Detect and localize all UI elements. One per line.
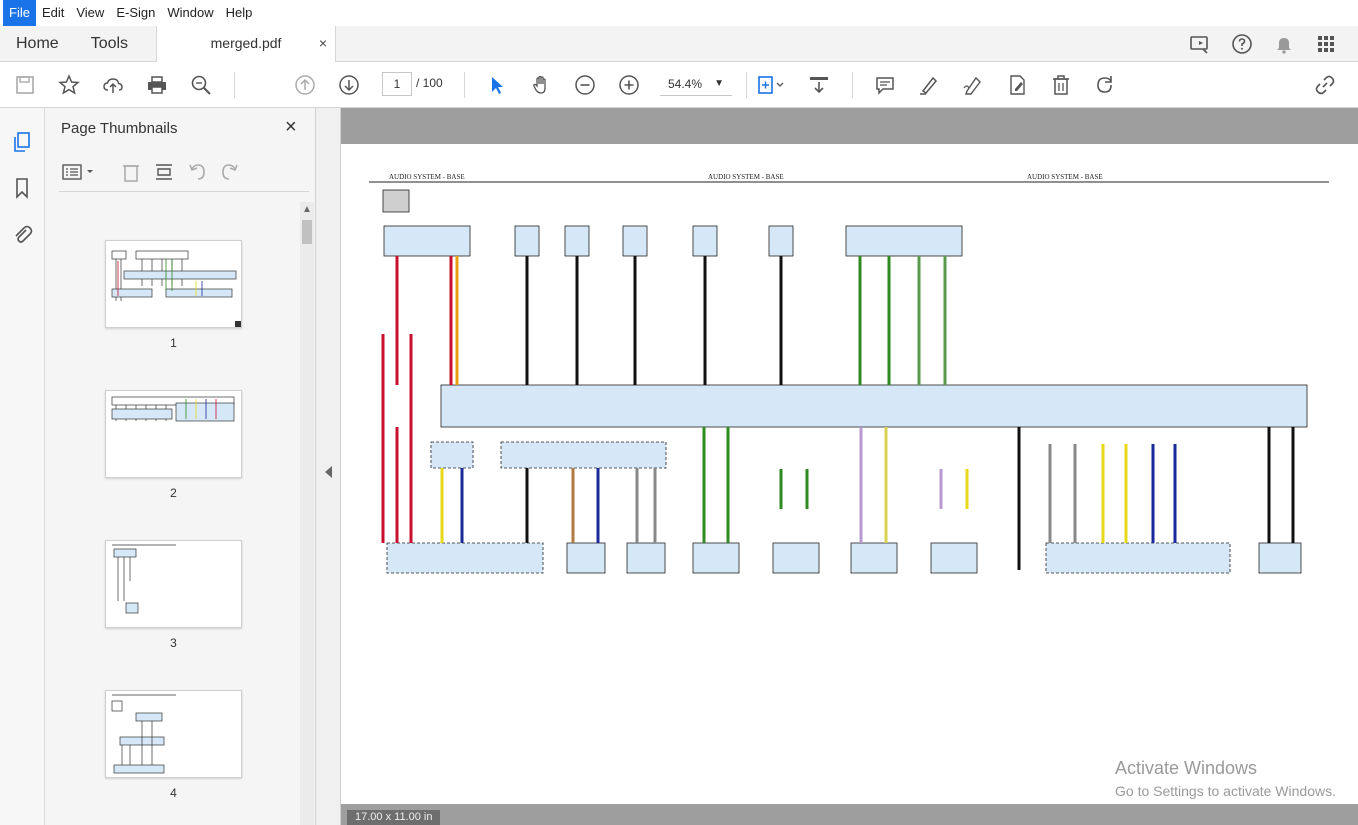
select-cursor-icon[interactable]: [482, 70, 512, 100]
page-size-label: 17.00 x 11.00 in: [347, 810, 441, 825]
menu-bar: File Edit View E-Sign Window Help: [0, 0, 1358, 26]
menu-esign[interactable]: E-Sign: [116, 5, 156, 20]
scroll-up-icon[interactable]: ▲: [302, 204, 312, 215]
menu-view[interactable]: View: [76, 5, 105, 20]
print-icon[interactable]: [142, 70, 172, 100]
share-screen-icon[interactable]: [1186, 30, 1214, 58]
document-view[interactable]: AUDIO SYSTEM - BASE AUDIO SYSTEM - BASE …: [341, 108, 1358, 825]
apps-grid-icon[interactable]: [1312, 30, 1340, 58]
insert-page-icon[interactable]: [150, 158, 178, 186]
zoom-select[interactable]: 54.4% ▼: [660, 72, 732, 96]
share-link-icon[interactable]: [1310, 70, 1340, 100]
delete-page-icon[interactable]: [117, 158, 145, 186]
menu-window[interactable]: Window: [167, 5, 214, 20]
notifications-icon[interactable]: [1270, 30, 1298, 58]
fit-page-icon[interactable]: [750, 70, 790, 100]
zoom-out-icon[interactable]: [570, 70, 600, 100]
page-thumbnail-2[interactable]: [105, 390, 242, 478]
search-zoom-icon[interactable]: [186, 70, 216, 100]
thumbnail-label-1: 1: [170, 336, 177, 350]
tab-close-button[interactable]: ×: [318, 35, 328, 51]
panel-close-button[interactable]: ×: [285, 116, 297, 138]
diagram-header-1: AUDIO SYSTEM - BASE: [389, 173, 465, 181]
panel-title: Page Thumbnails: [61, 120, 178, 137]
page-thumbnails-panel: Page Thumbnails ×: [45, 108, 316, 825]
diagram-header-3: AUDIO SYSTEM - BASE: [1027, 173, 1103, 181]
diagram-header-2: AUDIO SYSTEM - BASE: [708, 173, 784, 181]
page-number-input[interactable]: [382, 72, 412, 96]
delete-icon[interactable]: [1046, 70, 1076, 100]
pdf-page: AUDIO SYSTEM - BASE AUDIO SYSTEM - BASE …: [341, 144, 1358, 804]
thumbnail-label-2: 2: [170, 486, 177, 500]
tab-document-label: merged.pdf: [210, 35, 282, 51]
thumbnail-options-icon[interactable]: [59, 158, 99, 186]
next-page-icon[interactable]: [334, 70, 364, 100]
menu-help[interactable]: Help: [225, 5, 253, 20]
panel-toolbar: [59, 152, 309, 192]
page-thumbnail-1[interactable]: [105, 240, 242, 328]
tab-tools[interactable]: Tools: [90, 35, 129, 52]
edit-document-icon[interactable]: [1002, 70, 1032, 100]
scroll-mode-icon[interactable]: [804, 70, 834, 100]
thumbnail-label-4: 4: [170, 786, 177, 800]
save-icon[interactable]: [10, 70, 40, 100]
thumbnail-label-3: 3: [170, 636, 177, 650]
wiring-diagram: AUDIO SYSTEM - BASE AUDIO SYSTEM - BASE …: [369, 173, 1329, 574]
thumbnail-scrollbar[interactable]: ▲: [300, 202, 314, 825]
zoom-in-icon[interactable]: [614, 70, 644, 100]
attachments-icon[interactable]: [8, 220, 36, 248]
tab-home[interactable]: Home: [16, 35, 59, 52]
main-toolbar: [0, 62, 1358, 108]
zoom-value: 54.4%: [668, 77, 703, 91]
tab-document[interactable]: merged.pdf ×: [156, 26, 337, 62]
page-thumbnail-3[interactable]: [105, 540, 242, 628]
page-thumbnails-icon[interactable]: [8, 128, 36, 156]
page-total: / 100: [416, 76, 443, 90]
upload-cloud-icon[interactable]: [98, 70, 128, 100]
redo-rotate-icon[interactable]: [1090, 70, 1120, 100]
bookmark-star-icon[interactable]: [54, 70, 84, 100]
tab-bar: Home Tools merged.pdf ×: [0, 26, 1358, 62]
activation-watermark-title: Activate Windows: [1115, 758, 1258, 778]
page-gap-bottom: [341, 804, 1358, 825]
toolbar-divider: [852, 72, 853, 98]
toolbar-divider: [746, 72, 747, 98]
page-gap-top: [341, 108, 1358, 144]
previous-page-icon[interactable]: [290, 70, 320, 100]
thumbnail-list: 1 2: [45, 198, 300, 825]
toolbar-divider: [464, 72, 465, 98]
left-icon-rail: [0, 108, 45, 825]
bookmarks-icon[interactable]: [8, 174, 36, 202]
panel-splitter[interactable]: [316, 108, 341, 825]
rotate-left-icon[interactable]: [183, 158, 211, 186]
activation-watermark-subtitle: Go to Settings to activate Windows.: [1115, 783, 1336, 799]
menu-edit[interactable]: Edit: [41, 5, 65, 20]
hand-tool-icon[interactable]: [526, 70, 556, 100]
highlight-pen-icon[interactable]: [914, 70, 944, 100]
tab-bar-actions: [1186, 30, 1340, 58]
help-icon[interactable]: [1228, 30, 1256, 58]
toolbar-divider: [234, 72, 235, 98]
scrollbar-thumb[interactable]: [302, 220, 312, 244]
rotate-right-icon[interactable]: [216, 158, 244, 186]
chevron-down-icon: ▼: [714, 78, 724, 89]
sign-pen-icon[interactable]: [958, 70, 988, 100]
menu-file[interactable]: File: [3, 0, 36, 26]
comment-icon[interactable]: [870, 70, 900, 100]
page-thumbnail-4[interactable]: [105, 690, 242, 778]
collapse-panel-icon[interactable]: [325, 466, 332, 478]
